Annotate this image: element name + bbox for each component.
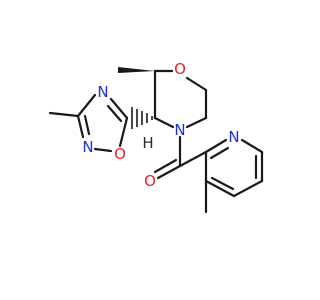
bond-pc2-pn1: [204, 138, 228, 154]
pyridine-nitrogen-label: N: [228, 128, 239, 146]
bond-oc3-on2-inner: [83, 114, 91, 136]
methyl-wedge-bond: [118, 67, 155, 73]
bond-pc4-pc3-inner: [210, 176, 235, 191]
morpholine-nitrogen-label: N: [174, 121, 185, 139]
carbonyl-oxygen-label: O: [144, 172, 156, 190]
oxadiazole-o1-label: O: [114, 145, 126, 163]
bond-carbonyl-pyridine: [178, 150, 208, 168]
bond-oxadiazole-methyl: [48, 111, 80, 118]
bond-n4-c3: [153, 116, 175, 129]
bond-pn1-pc6: [240, 138, 264, 154]
bond-oo1-oc5: [118, 116, 129, 148]
pyridine-ring: [204, 138, 264, 198]
bond-oc5-on4-inner: [106, 104, 123, 123]
bond-carbonyl-double-a: [156, 164, 182, 180]
bond-oc5-on4: [109, 97, 129, 120]
bond-on2-oo1: [93, 147, 113, 153]
molecule-structure: H O N O N N N O: [48, 60, 264, 214]
oxadiazole-n4-label: N: [97, 83, 108, 101]
bond-on4-oc3: [76, 93, 97, 118]
bond-pc4-pc3: [204, 179, 236, 198]
morpholine-ring: [153, 69, 208, 129]
oxadiazole-n2-label: N: [82, 138, 93, 156]
stereo-h-label: H: [142, 134, 153, 152]
bond-carbonyl-double-b: [153, 158, 178, 174]
morpholine-oxygen-label: O: [174, 60, 186, 78]
hashed-bond-c3-oxadiazole: [131, 107, 153, 129]
bond-pc2-pn1-inner: [209, 146, 230, 160]
bond-o1-c6: [185, 76, 208, 92]
bond-pc5-pc4: [232, 179, 264, 198]
bond-c5-n4: [185, 116, 208, 129]
bond-oc3-on2: [76, 114, 85, 139]
oxadiazole-ring: [76, 93, 129, 153]
